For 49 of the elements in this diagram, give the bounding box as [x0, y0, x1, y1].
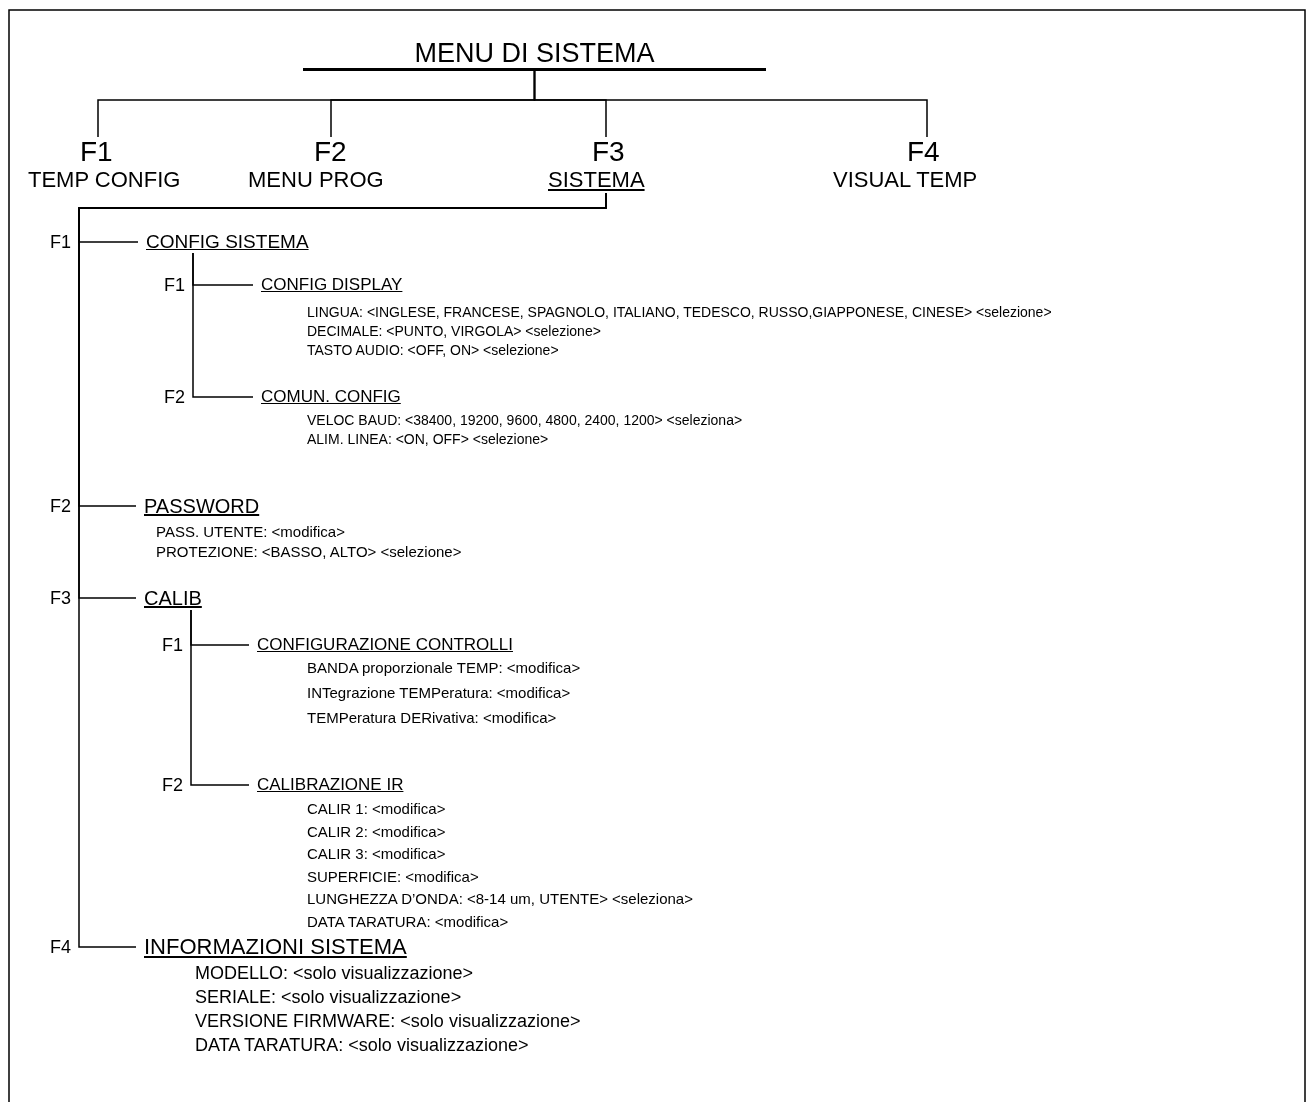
menu-option-text: LINGUA: <INGLESE, FRANCESE, SPAGNOLO, ITALIANO, TEDESCO, RUSSO,GIAPPONESE, CINESE> <selezione> [307, 303, 1052, 322]
connector-line [78, 192, 607, 948]
menu-heading: SISTEMA [548, 167, 645, 193]
edge-label: F2 [161, 774, 183, 796]
menu-option-text: CALIR 2: <modifica> [307, 821, 447, 842]
function-key-label: F2 [314, 137, 347, 167]
menu-option-text: LUNGHEZZA D’ONDA: <8-14 um, UTENTE> <seleziona> [307, 889, 693, 910]
menu-option-text: CALIR 3: <modifica> [307, 844, 447, 865]
menu-option-text: VERSIONE FIRMWARE: <solo visualizzazione> [195, 1010, 581, 1033]
edge-label: F1 [163, 274, 185, 296]
function-key-label: F3 [592, 137, 625, 167]
edge-label: F4 [49, 936, 71, 958]
menu-title: MENU DI SISTEMA [303, 38, 766, 71]
edge-label: F3 [49, 587, 71, 609]
menu-heading: COMUN. CONFIG [261, 387, 401, 407]
menu-option-text: VELOC BAUD: <38400, 19200, 9600, 4800, 2400, 1200> <seleziona> [307, 411, 743, 430]
menu-heading: PASSWORD [144, 494, 260, 518]
menu-option-text: PASS. UTENTE: <modifica> [156, 522, 346, 542]
menu-option-text: DATA TARATURA: <modifica> [307, 911, 510, 932]
menu-heading: CONFIG SISTEMA [146, 231, 309, 253]
menu-heading: TEMP CONFIG [28, 167, 181, 193]
menu-option-text: DATA TARATURA: <solo visualizzazione> [195, 1034, 530, 1057]
menu-heading: CALIBRAZIONE IR [257, 775, 404, 795]
menu-option-text: MODELLO: <solo visualizzazione> [195, 962, 475, 985]
edge-label: F1 [161, 634, 183, 656]
menu-option-text: ALIM. LINEA: <ON, OFF> <selezione> [307, 430, 550, 449]
connector-line [533, 70, 928, 138]
menu-option-text: SERIALE: <solo visualizzazione> [195, 986, 463, 1009]
menu-option-text: CALIR 1: <modifica> [307, 799, 447, 819]
edge-label: F1 [49, 231, 71, 253]
menu-heading: CONFIGURAZIONE CONTROLLI [257, 635, 513, 655]
function-key-label: F1 [80, 137, 113, 167]
menu-heading: INFORMAZIONI SISTEMA [144, 934, 407, 960]
connector-line [190, 609, 250, 786]
function-key-label: F4 [907, 137, 940, 167]
menu-heading: CONFIG DISPLAY [261, 275, 403, 295]
menu-heading: VISUAL TEMP [833, 167, 978, 193]
menu-option-text: PROTEZIONE: <BASSO, ALTO> <selezione> [156, 542, 462, 562]
menu-option-text: SUPERFICIE: <modifica> [307, 866, 480, 887]
connector-line [192, 252, 254, 398]
menu-option-text: TEMPeratura DERivativa: <modifica> [307, 708, 558, 728]
edge-label: F2 [163, 386, 185, 408]
menu-option-text: INTegrazione TEMPeratura: <modifica> [307, 683, 572, 703]
menu-option-text: BANDA proporzionale TEMP: <modifica> [307, 658, 581, 678]
menu-option-text: DECIMALE: <PUNTO, VIRGOLA> <selezione> [307, 322, 602, 341]
menu-option-text: TASTO AUDIO: <OFF, ON> <selezione> [307, 341, 560, 360]
menu-heading: CALIB [144, 586, 202, 610]
edge-label: F2 [49, 495, 71, 517]
menu-heading: MENU PROG [248, 167, 384, 193]
